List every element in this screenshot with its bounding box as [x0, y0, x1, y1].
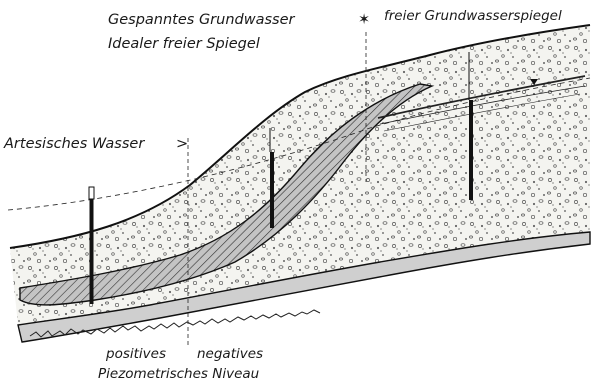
label-negative: negatives [197, 346, 263, 362]
arrow-symbol: > [176, 136, 188, 152]
star-symbol: ✶ [358, 12, 370, 28]
label-free-water-table: freier Grundwasserspiegel [384, 8, 562, 24]
well-left [89, 187, 94, 304]
label-piezometric-level: Piezometrisches Niveau [98, 366, 259, 382]
label-confined-groundwater: Gespanntes Grundwasser [108, 12, 296, 28]
label-artesian-water: Artesisches Wasser [3, 136, 145, 152]
label-positive: positives [105, 346, 166, 362]
label-ideal-free-level: Idealer freier Spiegel [108, 36, 260, 52]
